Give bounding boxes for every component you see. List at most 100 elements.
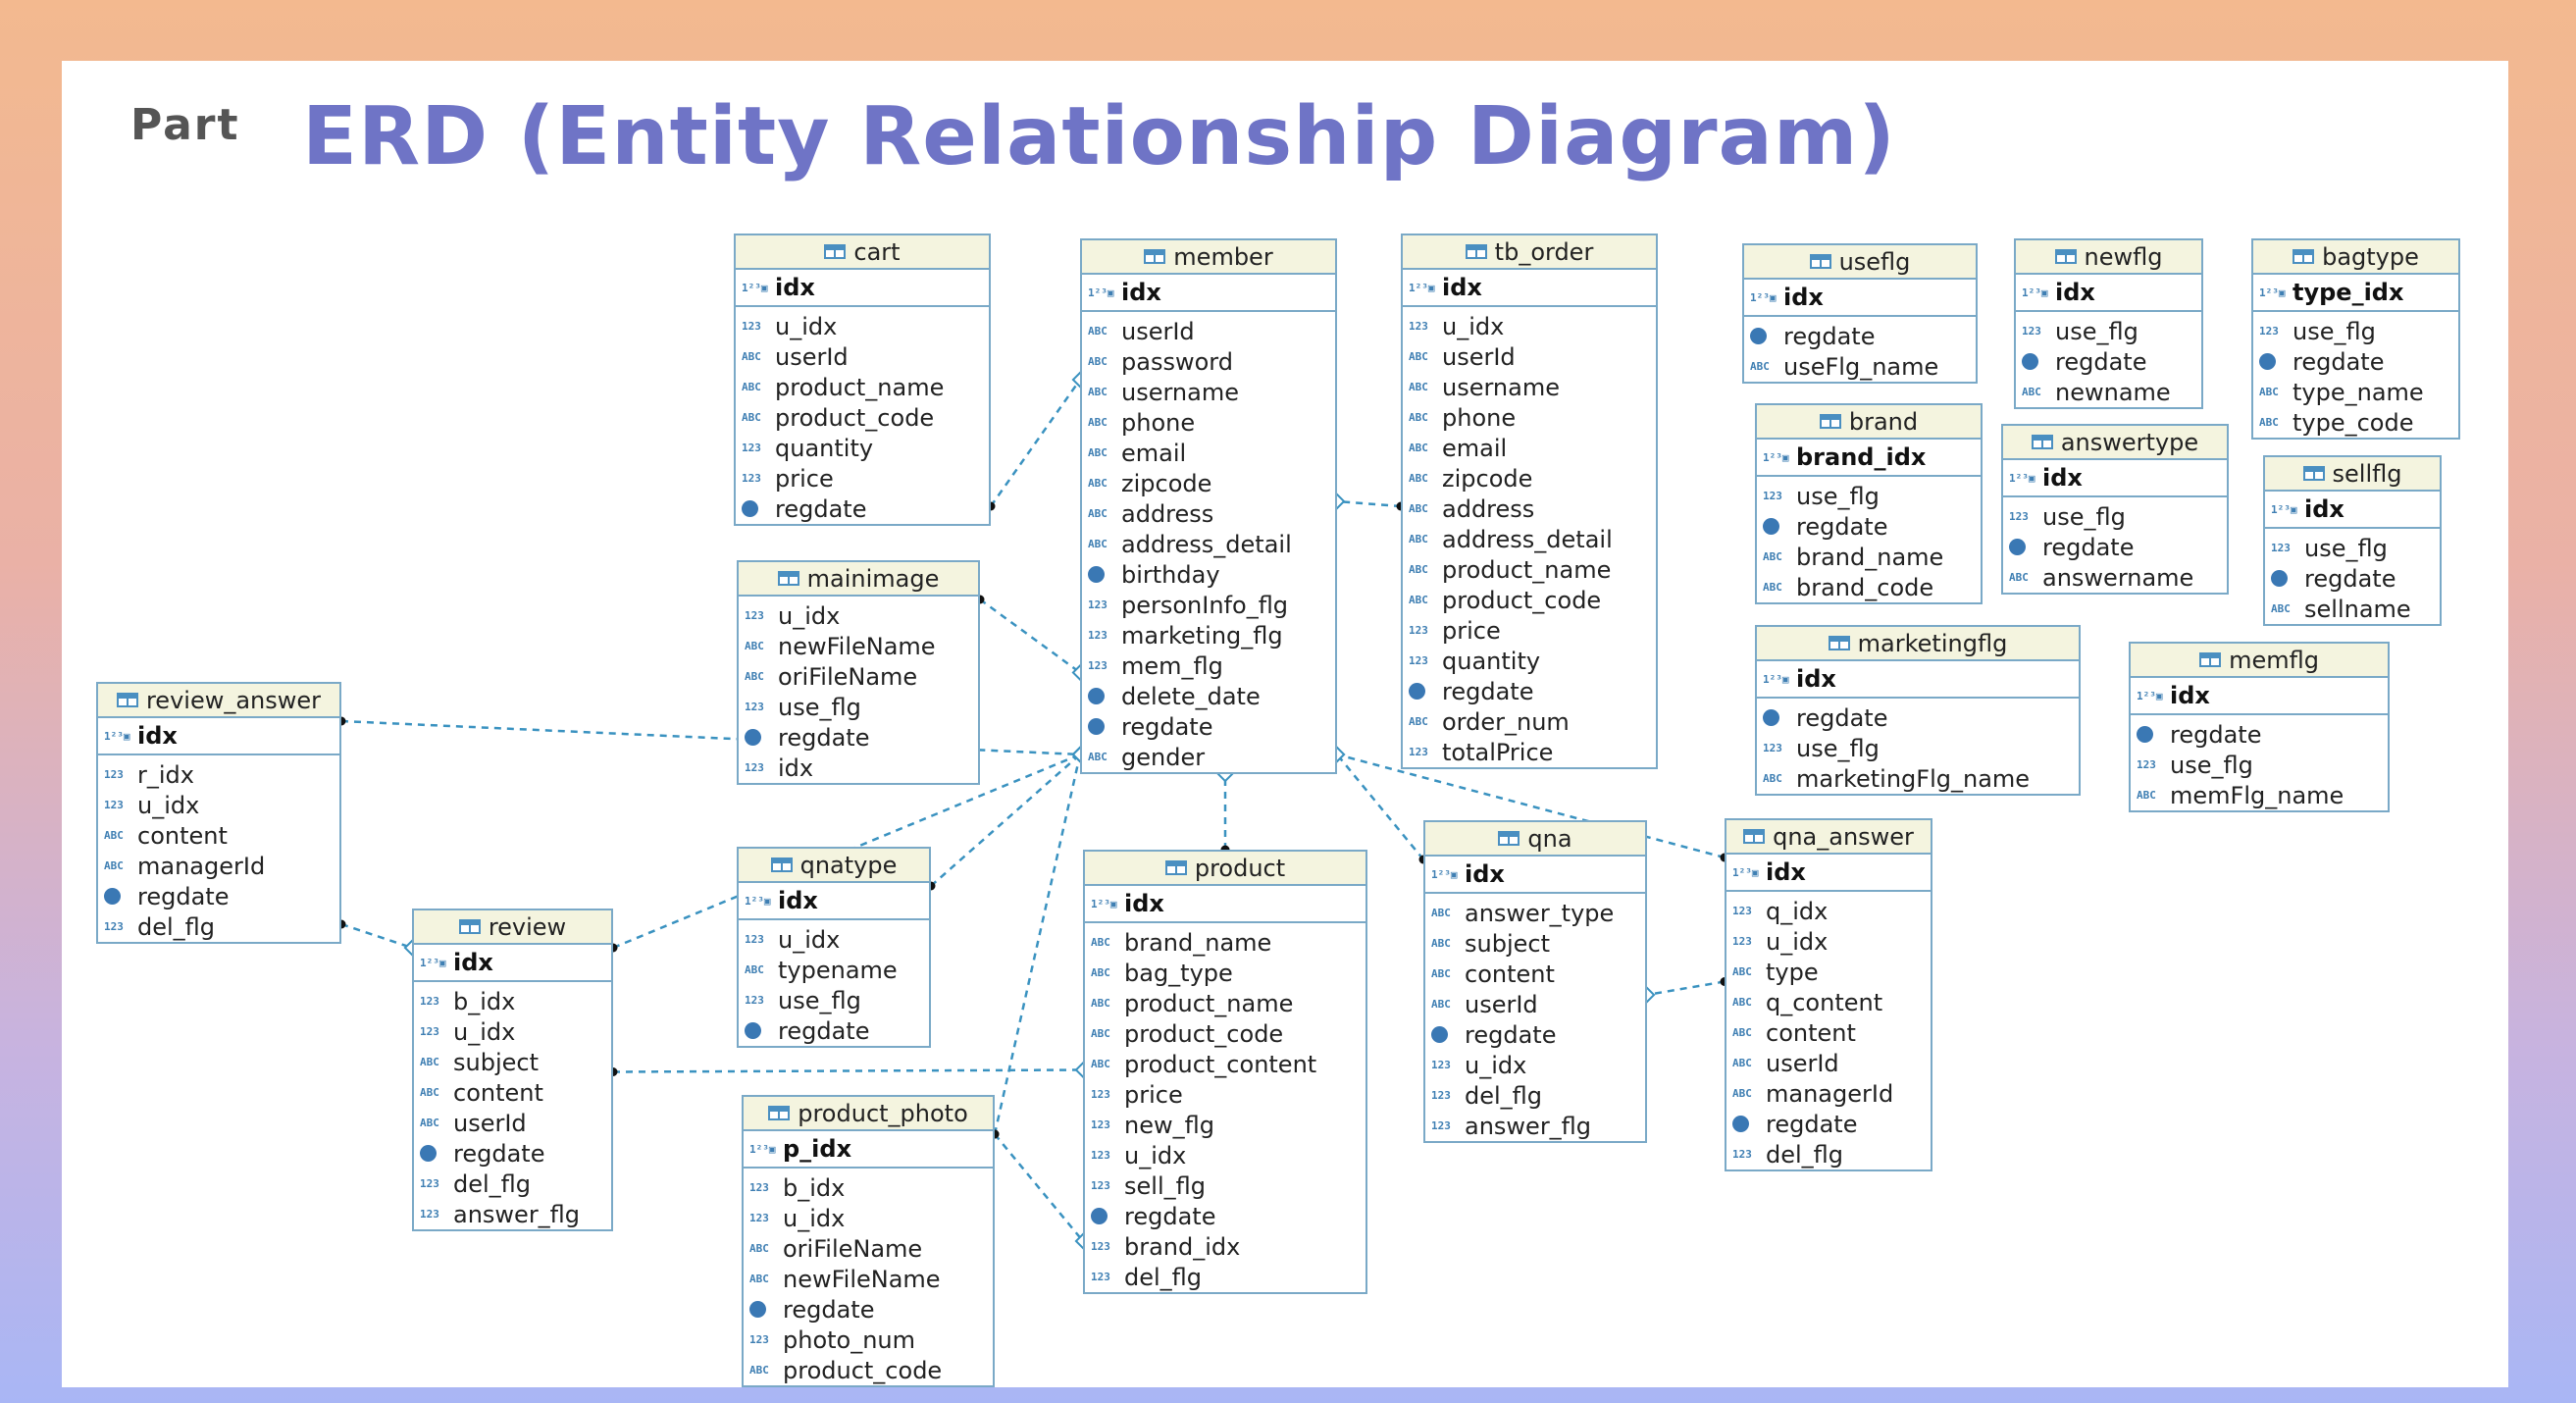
- primary-key-row[interactable]: 1²³▣idx: [2003, 460, 2227, 497]
- column-row[interactable]: regdate: [1403, 676, 1656, 706]
- primary-key-row[interactable]: 1²³▣p_idx: [744, 1131, 993, 1169]
- primary-key-row[interactable]: 1²³▣idx: [98, 718, 339, 755]
- column-row[interactable]: regdate: [1726, 1109, 1931, 1139]
- column-row[interactable]: regdate: [744, 1294, 993, 1325]
- column-row[interactable]: regdate: [2016, 346, 2201, 377]
- primary-key-row[interactable]: 1²³▣idx: [739, 883, 929, 920]
- primary-key-row[interactable]: 1²³▣idx: [1085, 886, 1365, 923]
- column-row[interactable]: regdate: [2265, 563, 2440, 594]
- column-row[interactable]: regdate: [1085, 1201, 1365, 1231]
- column-row[interactable]: regdate: [739, 722, 978, 753]
- primary-key-row[interactable]: 1²³▣idx: [1082, 275, 1335, 312]
- column-row[interactable]: regdate: [2253, 346, 2458, 377]
- column-row[interactable]: delete_date: [1082, 681, 1335, 711]
- primary-key-row[interactable]: 1²³▣brand_idx: [1757, 440, 1981, 477]
- primary-key-row[interactable]: 1²³▣idx: [1425, 857, 1645, 894]
- primary-key-row[interactable]: 1²³▣idx: [1403, 270, 1656, 307]
- column-row[interactable]: regdate: [739, 1015, 929, 1046]
- column-row[interactable]: regdate: [1425, 1019, 1645, 1050]
- column-row[interactable]: regdate: [1757, 702, 2079, 733]
- primary-key-row[interactable]: 1²³▣idx: [1757, 661, 2079, 699]
- column-row[interactable]: regdate: [414, 1138, 611, 1169]
